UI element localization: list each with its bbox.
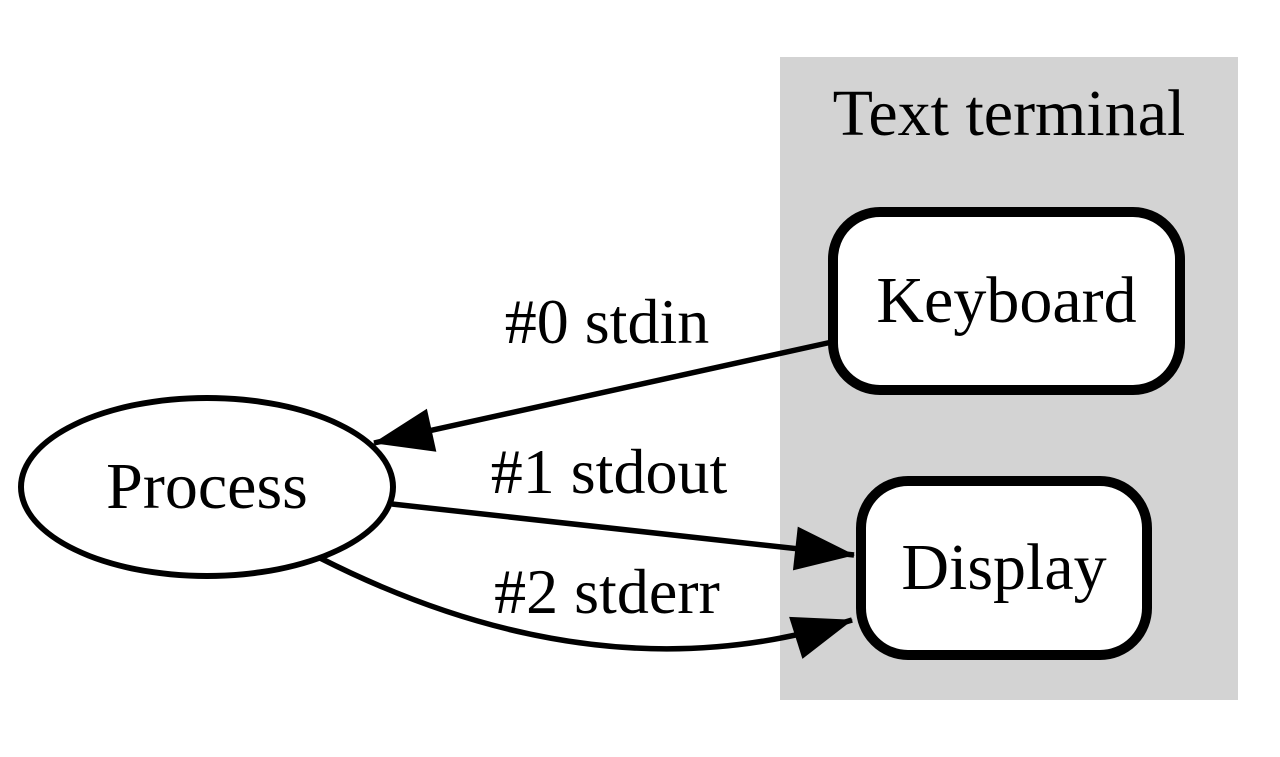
keyboard-node: Keyboard	[828, 207, 1185, 395]
display-label: Display	[901, 531, 1107, 604]
edge-stderr-line	[318, 555, 853, 659]
display-node: Display	[856, 476, 1152, 660]
edge-stdin-line	[373, 339, 833, 452]
process-label: Process	[106, 450, 308, 523]
process-node: Process	[18, 395, 396, 579]
edge-label-stderr: #2 stderr	[494, 556, 720, 627]
edge-label-stdin: #0 stdin	[504, 286, 710, 357]
edge-label-stdout: #1 stdout	[490, 436, 728, 507]
edge-stdout-line	[391, 501, 855, 571]
text-terminal-label: Text terminal	[832, 77, 1186, 150]
keyboard-label: Keyboard	[876, 264, 1137, 337]
